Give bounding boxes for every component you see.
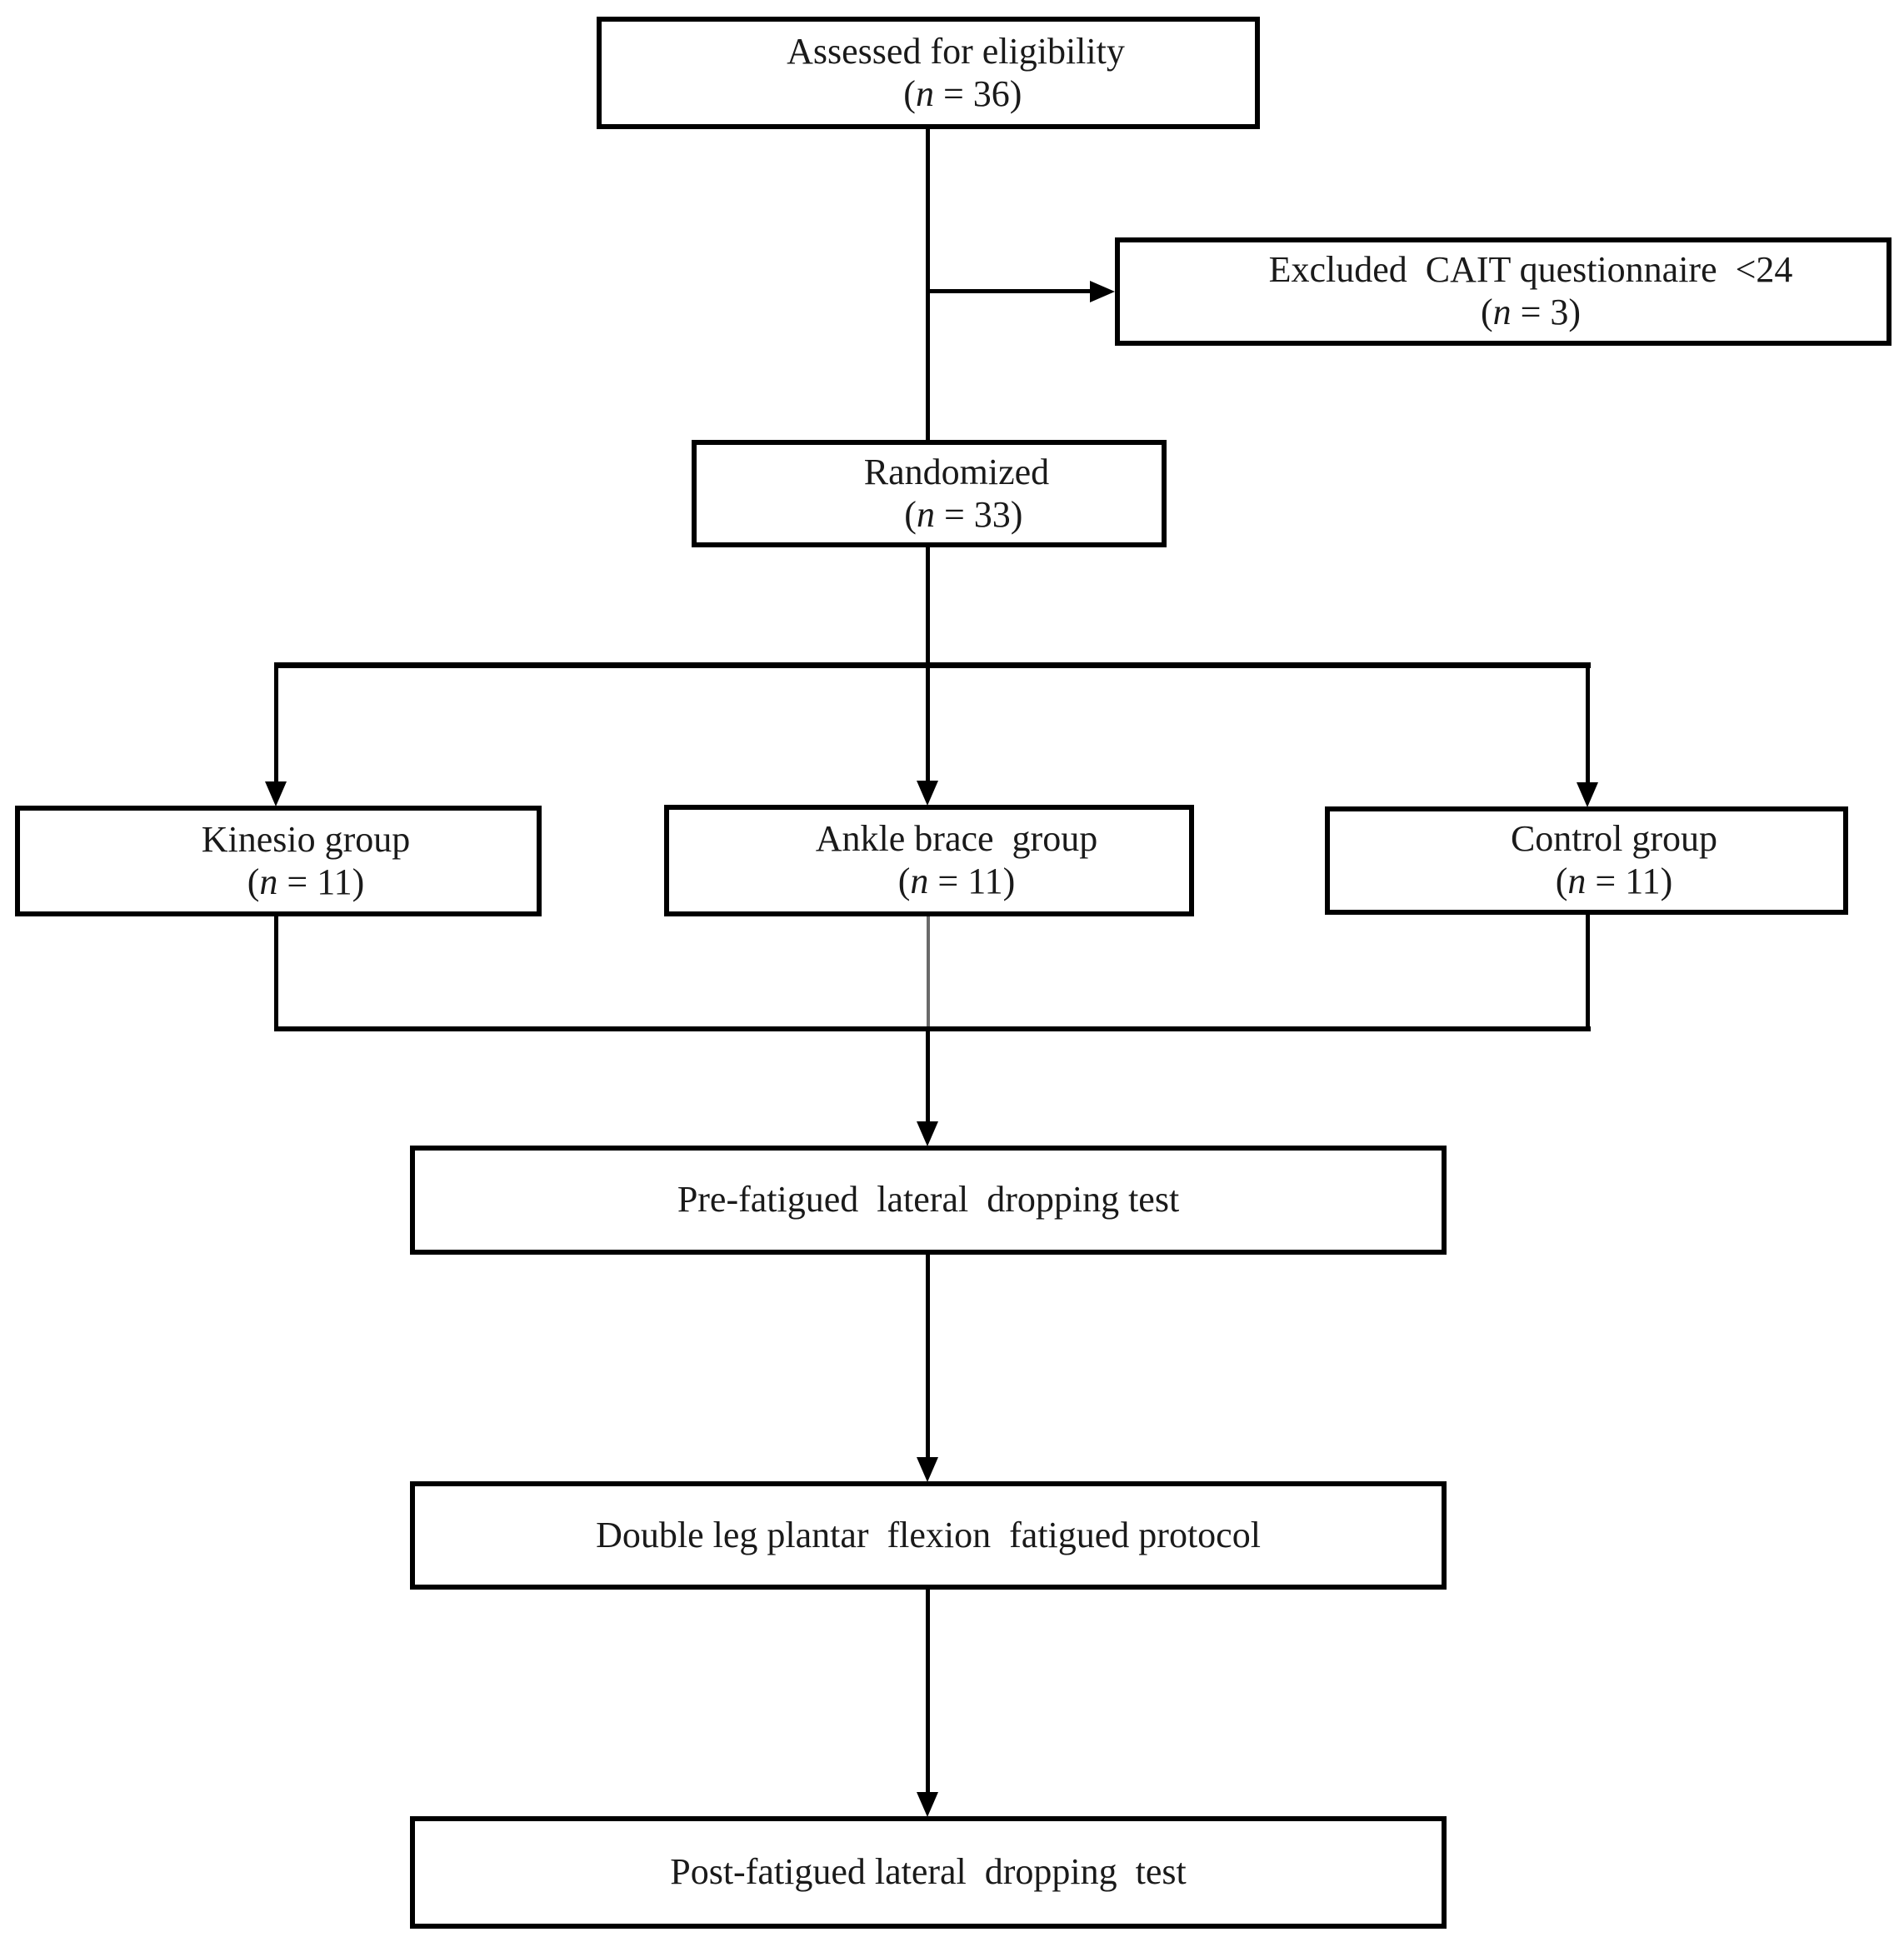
- connector-split-to-control: [1586, 662, 1590, 786]
- box-prefatigued-test: Pre-fatigued lateral dropping test: [410, 1146, 1447, 1255]
- n-count: (n = 3): [1481, 292, 1581, 332]
- box-label: Excluded CAIT questionnaire <24: [1268, 249, 1793, 291]
- box-text: Excluded CAIT questionnaire <24 (n = 3): [1202, 207, 1805, 376]
- paren-open: (: [897, 861, 911, 901]
- connector-branch-to-excluded: [926, 289, 1094, 293]
- paren-open: (: [1480, 292, 1493, 332]
- connector-merge-to-prefatigued: [926, 1031, 930, 1125]
- box-label: Kinesio group: [201, 818, 411, 860]
- connector-split-to-ankle: [926, 662, 930, 784]
- n-count: (n = 11): [898, 861, 1016, 901]
- arrowhead-prefatigued: [917, 1121, 938, 1146]
- arrowhead-postfatigued: [917, 1792, 938, 1817]
- box-text: Control group (n = 11): [1444, 776, 1729, 945]
- box-label: Assessed for eligibility: [787, 30, 1125, 72]
- arrowhead-excluded: [1090, 281, 1115, 302]
- n-symbol: n: [916, 493, 935, 535]
- box-label: Pre-fatigued lateral dropping test: [677, 1179, 1180, 1221]
- connector-prefatigued-to-protocol: [926, 1252, 930, 1460]
- n-symbol: n: [259, 861, 278, 902]
- connector-randomized-to-split: [926, 546, 930, 664]
- n-value: = 11): [1586, 861, 1673, 901]
- box-text: Randomized (n = 33): [797, 409, 1061, 577]
- connector-split-to-kinesio: [274, 662, 278, 785]
- box-kinesio-group: Kinesio group (n = 11): [15, 806, 542, 916]
- n-count: (n = 36): [903, 73, 1022, 114]
- arrowhead-kinesio: [265, 781, 287, 806]
- box-postfatigued-test: Post-fatigued lateral dropping test: [410, 1816, 1447, 1929]
- n-value: = 3): [1511, 292, 1582, 332]
- box-ankle-brace-group: Ankle brace group (n = 11): [664, 805, 1194, 916]
- n-count: (n = 11): [247, 861, 365, 902]
- n-count: (n = 11): [1556, 861, 1673, 901]
- box-excluded: Excluded CAIT questionnaire <24 (n = 3): [1115, 237, 1892, 346]
- box-label: Post-fatigued lateral dropping test: [670, 1851, 1187, 1893]
- split-horizontal-line: [274, 662, 1591, 668]
- arrowhead-control: [1577, 782, 1598, 807]
- box-text: Assessed for eligibility (n = 36): [720, 0, 1137, 157]
- n-value: = 11): [928, 861, 1016, 901]
- box-label: Double leg plantar flexion fatigued prot…: [596, 1514, 1261, 1555]
- box-label: Control group: [1510, 818, 1718, 860]
- n-symbol: n: [915, 72, 934, 114]
- connector-ankle-to-merge: [927, 915, 930, 1028]
- box-text: Ankle brace group (n = 11): [749, 776, 1109, 945]
- arrowhead-ankle: [917, 781, 938, 806]
- n-symbol: n: [1492, 292, 1512, 332]
- n-symbol: n: [1567, 861, 1587, 901]
- box-randomized: Randomized (n = 33): [692, 440, 1167, 547]
- n-count: (n = 33): [904, 494, 1022, 535]
- n-symbol: n: [910, 861, 929, 901]
- merge-horizontal-line: [274, 1026, 1591, 1031]
- connector-protocol-to-postfatigued: [926, 1587, 930, 1795]
- connector-kinesio-to-merge: [274, 915, 278, 1031]
- box-label: Ankle brace group: [815, 818, 1098, 860]
- n-value: = 11): [277, 861, 365, 902]
- connector-assessed-to-randomized: [926, 127, 930, 442]
- box-control-group: Control group (n = 11): [1325, 806, 1848, 915]
- paren-open: (: [247, 861, 260, 902]
- paren-open: (: [1555, 861, 1568, 901]
- box-assessed-for-eligibility: Assessed for eligibility (n = 36): [597, 17, 1260, 129]
- n-value: = 33): [934, 493, 1023, 535]
- arrowhead-protocol: [917, 1457, 938, 1482]
- box-fatigue-protocol: Double leg plantar flexion fatigued prot…: [410, 1481, 1447, 1590]
- connector-control-to-merge: [1586, 913, 1590, 1031]
- n-value: = 36): [933, 72, 1022, 114]
- box-label: Randomized: [863, 451, 1050, 492]
- paren-open: (: [903, 72, 916, 114]
- paren-open: (: [904, 493, 917, 535]
- box-text: Kinesio group (n = 11): [135, 776, 422, 945]
